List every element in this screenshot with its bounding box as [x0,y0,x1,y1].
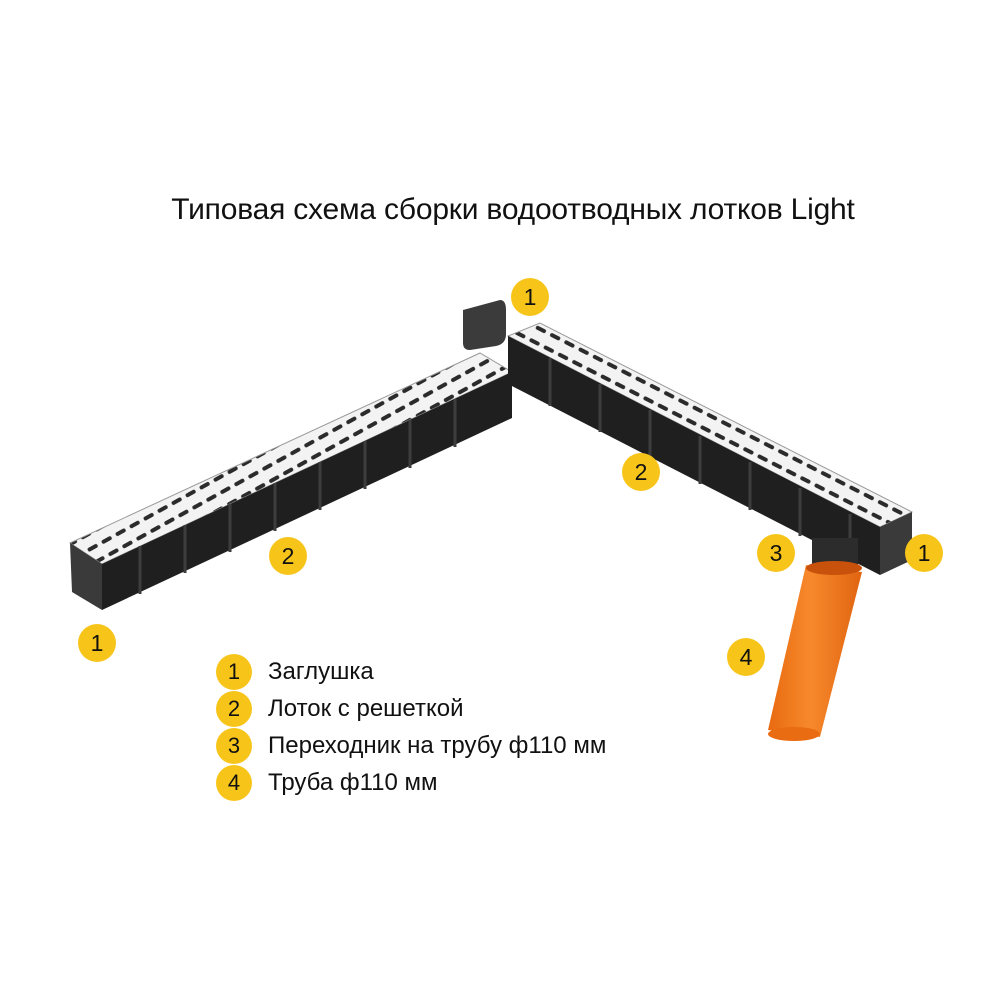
callout-channel-left: 2 [269,537,307,575]
callout-end-cap-right: 1 [905,534,943,572]
callout-end-cap-left: 1 [78,624,116,662]
callout-pipe: 4 [727,638,765,676]
legend: 1 Заглушка 2 Лоток с решеткой 3 Переходн… [216,653,606,801]
legend-number-badge: 3 [216,727,252,764]
pipe [768,561,862,741]
callout-channel-right: 2 [622,453,660,491]
callout-adapter: 3 [757,534,795,572]
callout-end-cap-top: 1 [511,278,549,316]
legend-label: Труба ф110 мм [268,768,438,796]
legend-number-badge: 4 [216,764,252,801]
legend-number-badge: 2 [216,690,252,727]
end-cap-icon [463,300,506,350]
legend-label: Лоток с решеткой [268,694,464,722]
channel-right [506,322,914,575]
legend-item: 2 Лоток с решеткой [216,690,606,727]
legend-item: 3 Переходник на трубу ф110 мм [216,727,606,764]
legend-label: Заглушка [268,657,374,685]
diagram-title: Типовая схема сборки водоотводных лотков… [171,193,855,226]
legend-label: Переходник на трубу ф110 мм [268,731,607,759]
legend-item: 1 Заглушка [216,653,606,690]
legend-item: 4 Труба ф110 мм [216,764,606,801]
legend-number-badge: 1 [216,653,252,690]
channel-left [68,352,514,610]
